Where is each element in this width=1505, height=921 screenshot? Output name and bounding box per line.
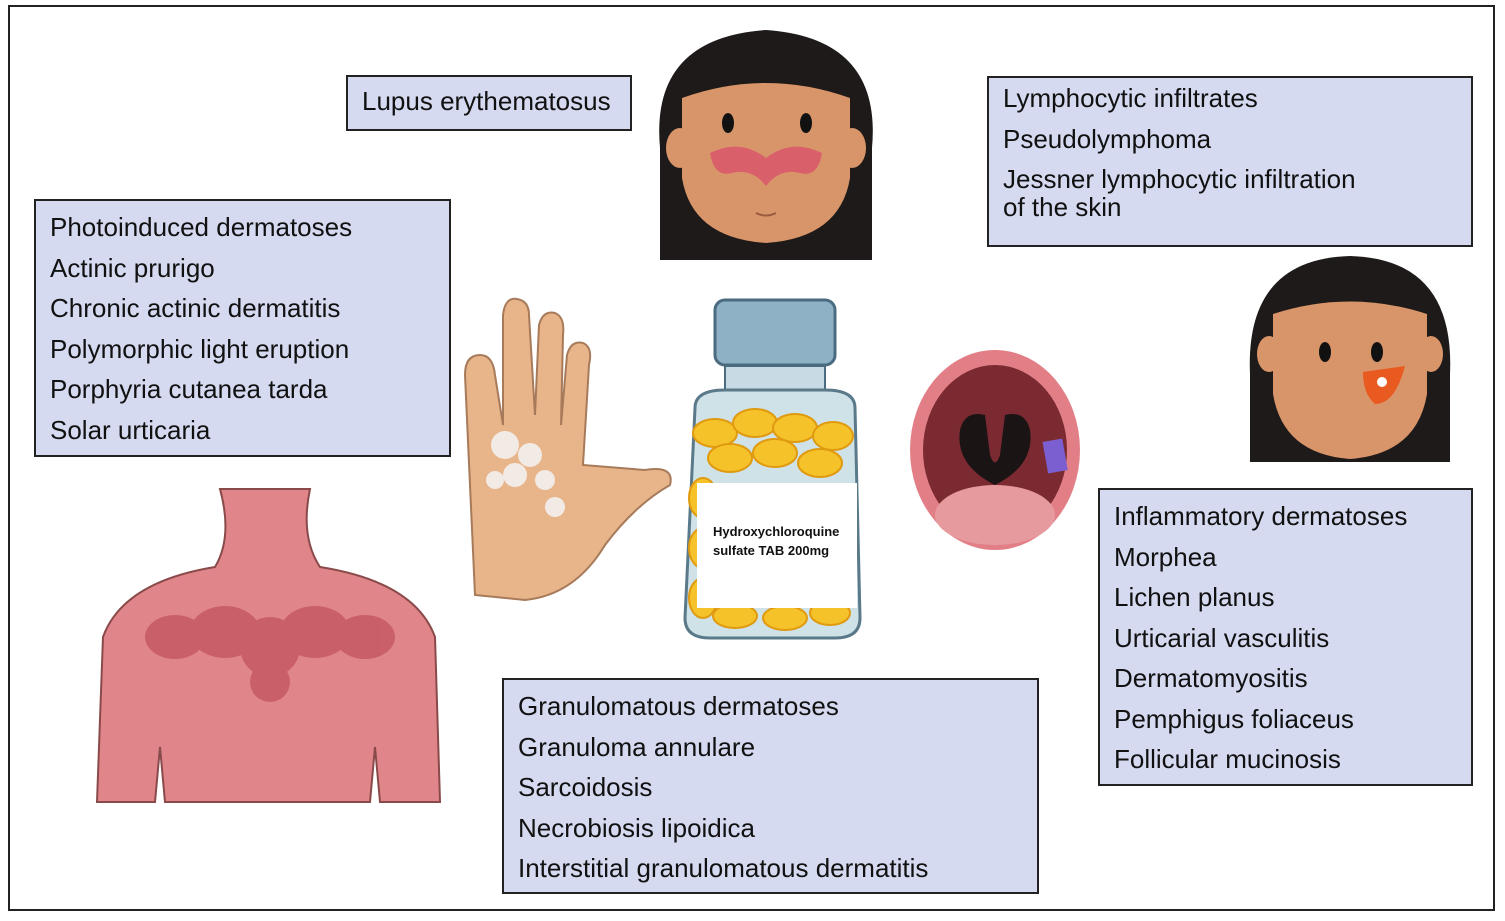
box-item: Solar urticaria (50, 414, 211, 445)
box-item: Lichen planus (1114, 582, 1275, 612)
box-item: Chronic actinic dermatitis (50, 293, 341, 323)
mouth-lesion-illustration (910, 350, 1080, 550)
box-item: Sarcoidosis (518, 772, 653, 802)
granulomatous-box: Granulomatous dermatoses Granuloma annul… (502, 678, 1039, 894)
box-item: Granulomatous dermatoses (518, 691, 839, 721)
bottle-label-line1: Hydroxychloroquine (713, 524, 840, 539)
figure-frame (8, 5, 1495, 911)
box-item: Lymphocytic infiltrates (1003, 83, 1258, 113)
box-item: Necrobiosis lipoidica (518, 812, 755, 843)
hand-illustration (463, 297, 672, 602)
box-item: Pseudolymphoma (1003, 123, 1212, 154)
box-item: Pemphigus foliaceus (1114, 703, 1354, 734)
bottle-label-line2: sulfate TAB 200mg (713, 543, 830, 558)
box-item: Porphyria cutanea tarda (50, 374, 328, 404)
box-item: Actinic prurigo (50, 252, 215, 283)
box-item: Urticarial vasculitis (1114, 622, 1330, 653)
photoinduced-box: Photoinduced dermatoses Actinic prurigo … (34, 199, 451, 457)
chest-rash-illustration (95, 488, 442, 803)
box-item: Inflammatory dermatoses (1114, 501, 1408, 531)
box-item: Morphea (1114, 541, 1217, 572)
bottle-icon (683, 298, 862, 640)
inflammatory-box: Inflammatory dermatoses Morphea Lichen p… (1098, 488, 1473, 786)
box-item: Dermatomyositis (1114, 663, 1308, 693)
lymphocytic-box: Lymphocytic infiltrates Pseudolymphoma J… (987, 76, 1473, 247)
face-malar-rash-illustration (659, 30, 873, 260)
lupus-box: Lupus erythematosus (346, 75, 632, 131)
face-lesion-illustration (1249, 256, 1451, 462)
hydroxychloroquine-bottle: Hydroxychloroquine sulfate TAB 200mg (675, 298, 870, 643)
box-item: Lupus erythematosus (362, 86, 611, 116)
box-item: Granuloma annulare (518, 731, 756, 762)
box-item: Follicular mucinosis (1114, 744, 1341, 774)
box-item: Photoinduced dermatoses (50, 212, 353, 242)
box-item: Interstitial granulomatous dermatitis (518, 853, 929, 883)
box-item: Polymorphic light eruption (50, 333, 350, 364)
box-item: Jessner lymphocytic infiltration (1003, 164, 1356, 194)
box-item: of the skin (1003, 192, 1122, 222)
